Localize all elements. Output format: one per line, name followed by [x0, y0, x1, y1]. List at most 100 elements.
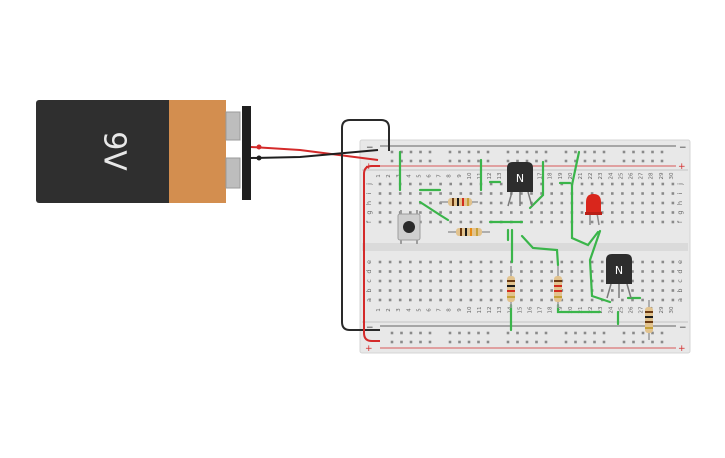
breadboard-hole[interactable] [520, 270, 523, 273]
breadboard-hole[interactable] [469, 279, 473, 283]
breadboard-hole[interactable] [409, 289, 412, 292]
breadboard-hole[interactable] [651, 331, 654, 335]
breadboard-hole[interactable] [535, 340, 538, 344]
transistor-2[interactable]: N [606, 254, 632, 299]
breadboard-hole[interactable] [419, 279, 422, 283]
breadboard-hole[interactable] [641, 220, 644, 224]
breadboard-hole[interactable] [580, 192, 584, 195]
breadboard-hole[interactable] [378, 279, 382, 283]
breadboard-hole[interactable] [429, 182, 432, 186]
breadboard-hole[interactable] [602, 331, 606, 335]
breadboard-hole[interactable] [671, 270, 675, 273]
breadboard-hole[interactable] [641, 289, 644, 292]
breadboard-hole[interactable] [409, 340, 413, 344]
breadboard-hole[interactable] [429, 201, 432, 205]
breadboard-hole[interactable] [510, 211, 513, 214]
breadboard-hole[interactable] [641, 260, 644, 264]
breadboard-hole[interactable] [489, 201, 493, 205]
breadboard-hole[interactable] [479, 192, 483, 195]
breadboard-hole[interactable] [611, 298, 614, 302]
breadboard-hole[interactable] [671, 220, 675, 224]
breadboard-hole[interactable] [459, 298, 463, 302]
breadboard-hole[interactable] [499, 279, 503, 283]
breadboard-hole[interactable] [499, 182, 503, 186]
breadboard-hole[interactable] [419, 260, 422, 264]
breadboard-hole[interactable] [660, 159, 664, 163]
breadboard-hole[interactable] [429, 220, 432, 224]
breadboard-hole[interactable] [469, 289, 473, 292]
breadboard-hole[interactable] [593, 340, 596, 344]
breadboard-hole[interactable] [560, 260, 564, 264]
breadboard-hole[interactable] [506, 159, 510, 163]
breadboard-hole[interactable] [621, 298, 624, 302]
breadboard-hole[interactable] [580, 201, 584, 205]
breadboard-hole[interactable] [550, 270, 553, 273]
breadboard-hole[interactable] [544, 340, 548, 344]
breadboard-hole[interactable] [540, 220, 543, 224]
breadboard-hole[interactable] [449, 182, 452, 186]
breadboard-hole[interactable] [458, 340, 461, 344]
breadboard-hole[interactable] [622, 159, 626, 163]
breadboard-hole[interactable] [409, 270, 412, 273]
breadboard-hole[interactable] [530, 279, 533, 283]
breadboard-hole[interactable] [641, 182, 644, 186]
breadboard-hole[interactable] [388, 182, 392, 186]
breadboard-hole[interactable] [600, 270, 604, 273]
jumper-wire-12[interactable] [570, 150, 600, 247]
breadboard-hole[interactable] [378, 192, 382, 195]
breadboard-hole[interactable] [449, 220, 452, 224]
breadboard-hole[interactable] [388, 211, 392, 214]
breadboard-hole[interactable] [459, 289, 463, 292]
breadboard-hole[interactable] [641, 279, 644, 283]
breadboard-hole[interactable] [510, 201, 513, 205]
breadboard-hole[interactable] [429, 279, 432, 283]
breadboard-hole[interactable] [499, 192, 503, 195]
breadboard-hole[interactable] [544, 150, 548, 154]
breadboard-hole[interactable] [506, 150, 510, 154]
breadboard-hole[interactable] [602, 340, 606, 344]
breadboard-hole[interactable] [378, 201, 382, 205]
breadboard-hole[interactable] [590, 298, 594, 302]
breadboard-hole[interactable] [631, 270, 634, 273]
breadboard-hole[interactable] [390, 150, 394, 154]
breadboard-hole[interactable] [602, 150, 606, 154]
breadboard-hole[interactable] [641, 331, 645, 335]
breadboard-hole[interactable] [439, 201, 442, 205]
breadboard-hole[interactable] [378, 211, 382, 214]
breadboard-hole[interactable] [409, 298, 412, 302]
breadboard-hole[interactable] [560, 211, 564, 214]
breadboard-hole[interactable] [516, 159, 519, 163]
breadboard-hole[interactable] [631, 182, 634, 186]
breadboard-hole[interactable] [564, 150, 568, 154]
breadboard-hole[interactable] [398, 270, 402, 273]
breadboard-hole[interactable] [499, 298, 503, 302]
breadboard-hole[interactable] [560, 270, 564, 273]
breadboard-hole[interactable] [621, 182, 624, 186]
breadboard-hole[interactable] [535, 159, 538, 163]
breadboard-hole[interactable] [499, 289, 503, 292]
breadboard-hole[interactable] [459, 270, 463, 273]
breadboard-hole[interactable] [477, 331, 480, 335]
breadboard-hole[interactable] [459, 220, 463, 224]
breadboard-hole[interactable] [428, 150, 432, 154]
breadboard-hole[interactable] [631, 192, 634, 195]
breadboard-hole[interactable] [489, 211, 493, 214]
breadboard-hole[interactable] [600, 201, 604, 205]
breadboard-hole[interactable] [479, 220, 483, 224]
breadboard-hole[interactable] [593, 150, 596, 154]
breadboard-hole[interactable] [611, 201, 614, 205]
resistor-1[interactable] [440, 198, 478, 206]
breadboard-hole[interactable] [429, 260, 432, 264]
breadboard-hole[interactable] [651, 182, 654, 186]
breadboard-hole[interactable] [449, 270, 452, 273]
breadboard-hole[interactable] [429, 270, 432, 273]
breadboard-hole[interactable] [486, 150, 490, 154]
breadboard-hole[interactable] [429, 192, 432, 195]
breadboard-hole[interactable] [671, 279, 675, 283]
breadboard-hole[interactable] [660, 150, 664, 154]
breadboard-hole[interactable] [469, 182, 473, 186]
jumper-wire-3[interactable] [418, 200, 450, 222]
breadboard-hole[interactable] [621, 289, 624, 292]
breadboard-hole[interactable] [651, 298, 654, 302]
breadboard-hole[interactable] [419, 298, 422, 302]
